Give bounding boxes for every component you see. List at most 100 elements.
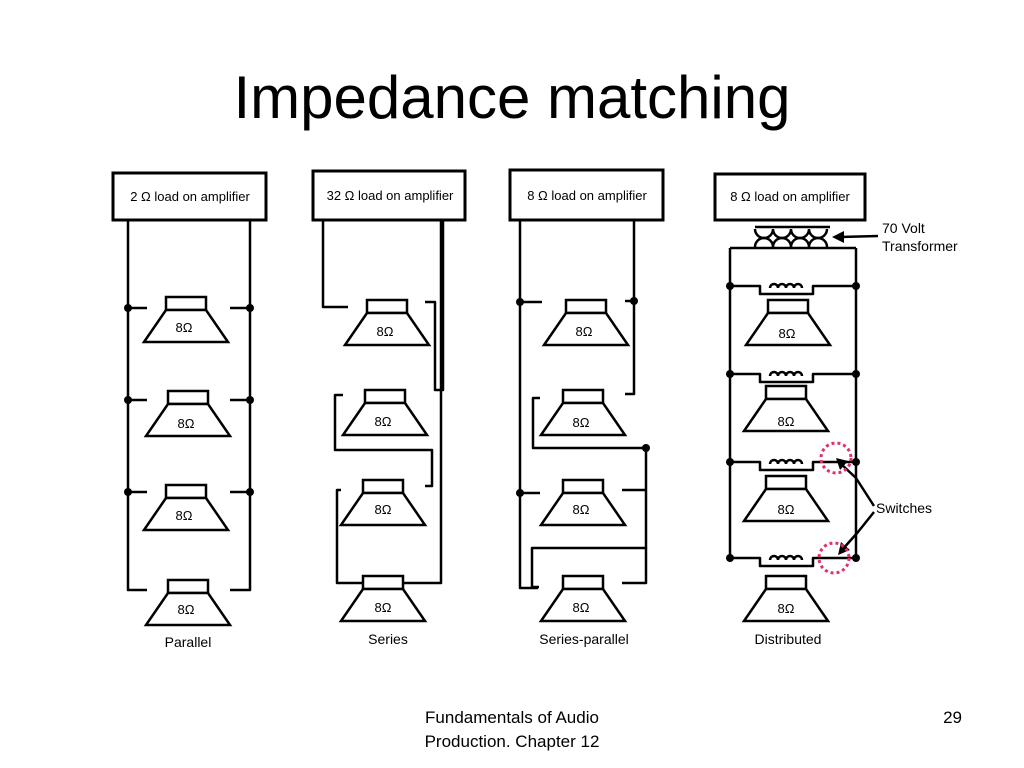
wire	[730, 372, 856, 384]
speaker-label: 8Ω	[176, 320, 193, 335]
arrowhead-icon	[836, 458, 848, 470]
speaker-icon	[141, 483, 231, 532]
junction-dot	[852, 458, 860, 466]
wire	[625, 301, 636, 396]
speakers	[141, 295, 833, 627]
wire	[730, 284, 856, 296]
speaker-label: 8Ω	[778, 601, 795, 616]
speaker-icon	[338, 478, 428, 527]
transformer-primary	[753, 228, 829, 240]
junction-dot	[516, 489, 524, 497]
footer-source: Fundamentals of Audio Production. Chapte…	[402, 706, 622, 754]
switch-highlight-icon	[819, 441, 853, 475]
transformer-arrow	[839, 234, 879, 239]
switch-highlights	[817, 441, 853, 575]
caption-series: Series	[368, 631, 408, 647]
junction-dot	[246, 488, 254, 496]
amp-label-series-parallel: 8 Ω load on amplifier	[527, 188, 647, 203]
speaker-icon	[342, 298, 432, 347]
amplifier-box	[111, 171, 268, 222]
junction-dot	[726, 554, 734, 562]
speaker-icon	[538, 574, 628, 623]
speaker-label: 8Ω	[377, 324, 394, 339]
junction-dot	[124, 396, 132, 404]
speaker-label: 8Ω	[178, 416, 195, 431]
junction-dot	[124, 488, 132, 496]
coil	[768, 282, 804, 289]
amp-label-parallel: 2 Ω load on amplifier	[130, 189, 250, 204]
junction-dot	[852, 282, 860, 290]
junction-dot	[852, 370, 860, 378]
transformer-secondary	[753, 236, 829, 248]
speaker-label: 8Ω	[573, 415, 590, 430]
transformer-label-line2: Transformer	[882, 238, 958, 254]
coil	[768, 554, 804, 561]
junction-dot	[630, 297, 638, 305]
switch-arrow-bottom	[841, 511, 875, 551]
speaker-label: 8Ω	[176, 508, 193, 523]
wire	[335, 220, 443, 585]
speaker-icon	[743, 298, 833, 347]
speaker-label: 8Ω	[573, 600, 590, 615]
switches-label: Switches	[876, 500, 932, 516]
amplifier-box	[713, 172, 867, 222]
junction-dot	[726, 282, 734, 290]
speaker-label: 8Ω	[779, 326, 796, 341]
speaker-icon	[541, 298, 631, 347]
wire	[230, 220, 252, 592]
wire	[518, 220, 538, 590]
caption-distributed: Distributed	[755, 631, 822, 647]
speaker-icon	[143, 578, 233, 627]
amp-label-series: 32 Ω load on amplifier	[327, 188, 454, 203]
wire	[425, 220, 445, 392]
speaker-icon	[338, 574, 428, 623]
wire	[333, 393, 434, 488]
junction-dot	[246, 304, 254, 312]
speaker-icon	[143, 389, 233, 438]
speaker-icon	[741, 574, 831, 623]
speaker-label: 8Ω	[573, 502, 590, 517]
speaker-label: 8Ω	[375, 600, 392, 615]
caption-series-parallel: Series-parallel	[539, 631, 628, 647]
speaker-label: 8Ω	[778, 502, 795, 517]
speaker-icon	[340, 388, 430, 437]
wire	[730, 556, 856, 568]
footer-source-line1: Fundamentals of Audio	[425, 708, 599, 727]
junction-dot	[726, 370, 734, 378]
junction-dot	[516, 298, 524, 306]
wire	[622, 548, 648, 585]
speaker-icon	[538, 478, 628, 527]
junction-dot	[852, 554, 860, 562]
junction-dot	[124, 304, 132, 312]
footer-source-line2: Production. Chapter 12	[424, 732, 600, 751]
speaker-label: 8Ω	[178, 602, 195, 617]
switch-highlight-icon	[817, 541, 851, 575]
slide-title: Impedance matching	[233, 64, 791, 131]
coil	[768, 370, 804, 377]
junction-dots	[124, 231, 860, 562]
speaker-icon	[741, 384, 831, 433]
speaker-label: 8Ω	[375, 414, 392, 429]
amp-label-distributed: 8 Ω load on amplifier	[730, 189, 850, 204]
wire	[625, 220, 636, 303]
speaker-label: 8Ω	[375, 502, 392, 517]
coils	[753, 225, 830, 561]
speaker-icon	[741, 474, 831, 523]
junction-dot	[642, 444, 650, 452]
arrowhead-icon	[838, 542, 850, 555]
speaker-label: 8Ω	[576, 324, 593, 339]
junction-dot	[726, 458, 734, 466]
speaker-icon	[141, 295, 231, 344]
junction-dot	[246, 396, 254, 404]
speaker-icon	[538, 388, 628, 437]
wire	[321, 220, 348, 309]
caption-parallel: Parallel	[165, 634, 212, 650]
transformer-label-line1: 70 Volt	[882, 220, 925, 236]
amplifier-box	[508, 168, 665, 222]
amplifier-box	[311, 169, 467, 222]
wire	[126, 220, 147, 592]
wire	[530, 396, 648, 589]
coil	[768, 458, 804, 465]
speaker-label: 8Ω	[778, 414, 795, 429]
